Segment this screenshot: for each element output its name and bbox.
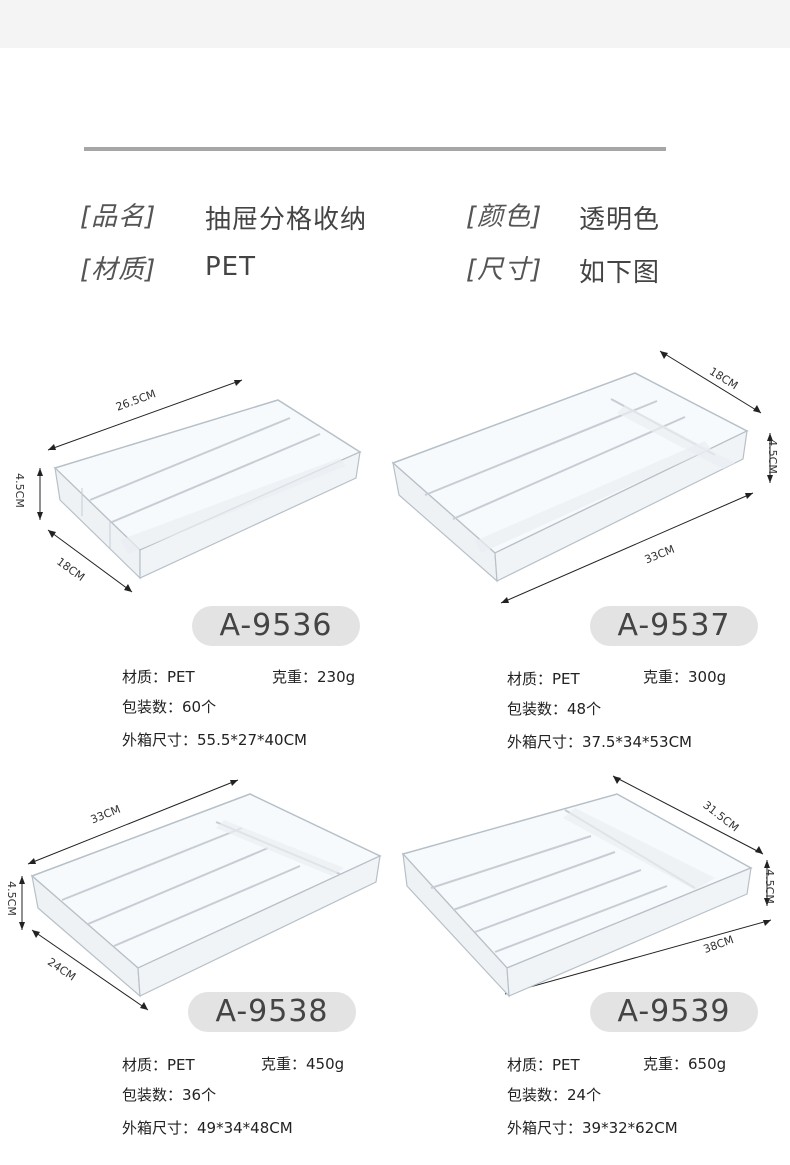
carton-size-a9537: 外箱尺寸：37.5*34*53CM: [507, 733, 692, 751]
tray-image-a9537: [385, 345, 785, 610]
spec-value-name: 抽屉分格收纳: [205, 205, 368, 235]
dim-height-a9537: 4.5CM: [765, 439, 779, 474]
spec-value-material: PET: [205, 252, 256, 282]
spec-label-name: [品名]: [80, 202, 157, 232]
weight-a9538: 克重：450g: [261, 1055, 345, 1073]
model-badge-a9537: A-9537: [590, 606, 758, 646]
carton-size-a9539: 外箱尺寸：39*32*62CM: [507, 1119, 678, 1137]
carton-size-a9538: 外箱尺寸：49*34*48CM: [122, 1119, 293, 1137]
dim-height-a9539: 4.5CM: [762, 869, 776, 904]
model-badge-a9536: A-9536: [192, 606, 360, 646]
material-a9538: 材质：PET: [122, 1056, 195, 1074]
model-badge-a9539: A-9539: [590, 992, 758, 1032]
tray-image-a9538: [10, 770, 390, 1020]
material-a9539: 材质：PET: [507, 1056, 580, 1074]
spec-label-size: [尺寸]: [466, 255, 543, 285]
spec-value-size: 如下图: [579, 258, 661, 288]
top-band: [0, 0, 790, 48]
spec-value-color: 透明色: [579, 205, 661, 235]
material-a9536: 材质：PET: [122, 668, 195, 686]
carton-size-a9536: 外箱尺寸：55.5*27*40CM: [122, 731, 307, 749]
spec-label-color: [颜色]: [466, 202, 543, 232]
dim-height-a9538: 4.5CM: [4, 881, 18, 916]
model-badge-a9538: A-9538: [188, 992, 356, 1032]
tray-image-a9536: [20, 370, 370, 600]
weight-a9537: 克重：300g: [643, 668, 727, 686]
pack-count-a9537: 包装数：48个: [507, 700, 602, 718]
pack-count-a9536: 包装数：60个: [122, 698, 217, 716]
material-a9537: 材质：PET: [507, 670, 580, 688]
spec-label-material: [材质]: [80, 255, 157, 285]
header-rule: [84, 147, 666, 151]
weight-a9539: 克重：650g: [643, 1055, 727, 1073]
tray-image-a9539: [395, 770, 785, 1020]
dim-height-a9536: 4.5CM: [12, 473, 26, 508]
weight-a9536: 克重：230g: [272, 668, 356, 686]
pack-count-a9539: 包装数：24个: [507, 1086, 602, 1104]
pack-count-a9538: 包装数：36个: [122, 1086, 217, 1104]
